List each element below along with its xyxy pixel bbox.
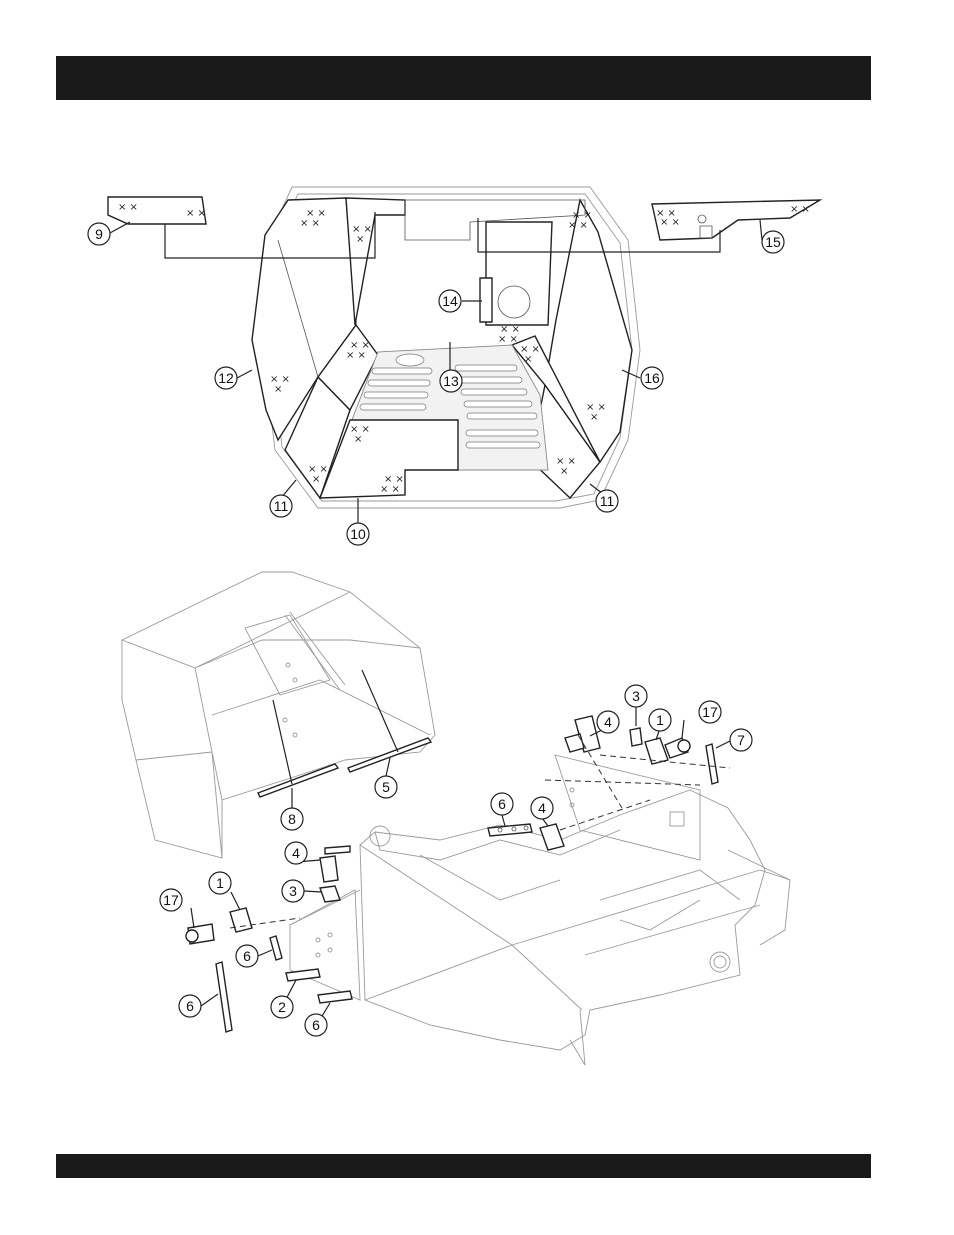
svg-text:11: 11 <box>274 498 289 514</box>
svg-text:17: 17 <box>702 704 718 720</box>
callout-11-right: 11 <box>596 490 618 512</box>
svg-text:7: 7 <box>737 732 745 748</box>
callout-13: 13 <box>440 370 462 392</box>
callout-4-middle: 4 <box>531 797 553 819</box>
enclosure-top-view: × ×× × × ×× × ×× × × ×× × × ×× × × ×× × … <box>88 187 820 545</box>
svg-text:5: 5 <box>382 779 390 795</box>
svg-text:1: 1 <box>216 875 224 891</box>
callout-4-top: 4 <box>597 711 619 733</box>
svg-text:× ×: × × <box>660 217 680 228</box>
svg-text:13: 13 <box>443 373 459 389</box>
svg-text:6: 6 <box>312 1017 320 1033</box>
svg-text:4: 4 <box>292 845 300 861</box>
svg-text:× ×: × × <box>498 334 518 345</box>
svg-text:4: 4 <box>538 800 546 816</box>
frame-exploded-view: 3 4 1 17 7 6 4 8 5 4 3 1 17 6 6 2 6 <box>122 572 790 1065</box>
callout-9: 9 <box>88 223 110 245</box>
callout-8: 8 <box>281 808 303 830</box>
svg-text:8: 8 <box>288 811 296 827</box>
svg-text:6: 6 <box>243 948 251 964</box>
svg-text:10: 10 <box>350 526 366 542</box>
callout-3-top: 3 <box>625 685 647 707</box>
svg-text:1: 1 <box>656 712 664 728</box>
svg-text:11: 11 <box>600 493 615 509</box>
svg-text:16: 16 <box>644 370 660 386</box>
svg-text:2: 2 <box>278 999 286 1015</box>
svg-text:× ×: × × <box>568 220 588 231</box>
callout-17-left: 17 <box>160 889 182 911</box>
svg-text:×: × <box>560 466 568 477</box>
svg-text:×: × <box>274 384 282 395</box>
svg-text:× ×: × × <box>380 484 400 495</box>
callout-6-left-lower: 6 <box>179 995 201 1017</box>
callout-12: 12 <box>215 367 237 389</box>
svg-text:4: 4 <box>604 714 612 730</box>
svg-text:15: 15 <box>765 234 781 250</box>
callout-6-left-upper: 6 <box>236 945 258 967</box>
svg-text:9: 9 <box>95 226 103 242</box>
svg-text:×: × <box>590 412 598 423</box>
callout-17-top: 17 <box>699 701 721 723</box>
svg-text:3: 3 <box>289 883 297 899</box>
svg-text:×: × <box>356 234 364 245</box>
svg-text:6: 6 <box>498 796 506 812</box>
svg-text:× ×: × × <box>790 204 810 215</box>
svg-text:14: 14 <box>442 293 458 309</box>
callout-2: 2 <box>271 996 293 1018</box>
callout-5: 5 <box>375 776 397 798</box>
callout-1-left: 1 <box>209 872 231 894</box>
callout-14: 14 <box>439 290 461 312</box>
callout-3-left: 3 <box>282 880 304 902</box>
svg-text:12: 12 <box>218 370 234 386</box>
callout-6-bottom: 6 <box>305 1014 327 1036</box>
callout-16: 16 <box>641 367 663 389</box>
svg-text:6: 6 <box>186 998 194 1014</box>
svg-text:×: × <box>312 474 320 485</box>
footer-bar <box>56 1154 871 1178</box>
svg-text:17: 17 <box>163 892 179 908</box>
svg-text:3: 3 <box>632 688 640 704</box>
callout-10: 10 <box>347 523 369 545</box>
callout-15: 15 <box>762 231 784 253</box>
svg-text:× ×: × × <box>118 202 138 213</box>
svg-text:× ×: × × <box>186 208 206 219</box>
callout-11-left: 11 <box>270 495 292 517</box>
callout-6-middle: 6 <box>491 793 513 815</box>
callout-4-left: 4 <box>285 842 307 864</box>
callout-1-top: 1 <box>649 709 671 731</box>
callout-7: 7 <box>730 729 752 751</box>
svg-text:× ×: × × <box>346 350 366 361</box>
svg-text:×: × <box>524 354 532 365</box>
svg-text:×: × <box>354 434 362 445</box>
svg-text:× ×: × × <box>300 218 320 229</box>
